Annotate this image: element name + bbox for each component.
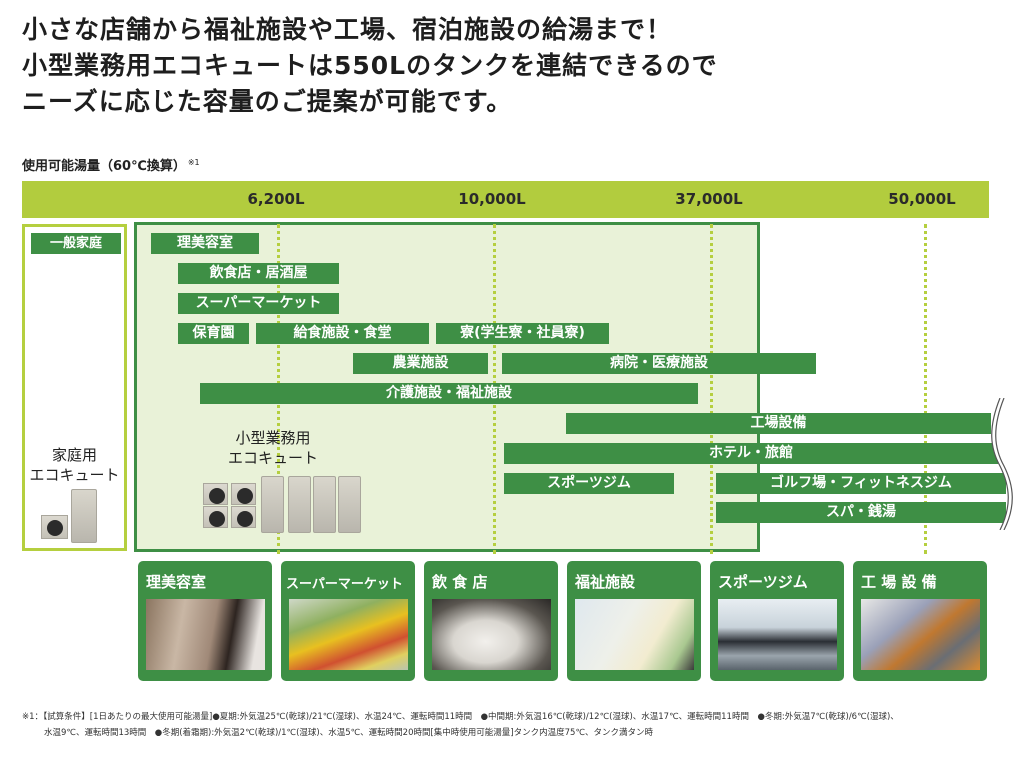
headline-line-3: ニーズに応じた容量のご提案が可能です。 [22,87,513,116]
footnote-line-1: ※1：【試算条件】[1日あたりの最大使用可能湯量]●夏期:外気温25℃(乾球)/… [22,712,899,722]
restaurant-photo [432,599,551,670]
heat-pump-unit-icon [231,506,256,528]
scale-tick-50000: 50,000L [888,190,956,208]
chart-label: 使用可能湯量（60℃換算）※1 [22,155,200,174]
scale-tick-37000: 37,000L [675,190,743,208]
card-title: 福祉施設 [575,573,636,591]
footnote: ※1：【試算条件】[1日あたりの最大使用可能湯量]●夏期:外気温25℃(乾球)/… [22,709,899,741]
card-title: 飲 食 店 [432,573,488,591]
home-ecocute-section: 一般家庭 家庭用 エコキュート [22,224,127,551]
chart-label-note: ※1 [187,157,200,167]
heat-pump-unit-icon [203,506,228,528]
tank-unit-icon [71,489,97,543]
card-factory: 工 場 設 備 [853,561,987,681]
card-title: スポーツジム [718,573,808,591]
footnote-line-2: 水温9℃、運転時間13時間 ●冬期(着霜期):外気温2℃(乾球)/1℃(湿球)、… [44,728,653,738]
bar-hotel-ryokan: ホテル・旅館 [504,443,998,464]
home-caption-line-2: エコキュート [29,466,120,484]
commercial-caption: 小型業務用 エコキュート [228,428,318,468]
bar-factory: 工場設備 [566,413,991,434]
home-tag: 一般家庭 [31,233,121,254]
heat-pump-unit-icon [41,515,68,539]
guide-line-37000 [710,224,713,554]
bar-nursing-welfare: 介護施設・福祉施設 [200,383,698,404]
card-title: 理美容室 [146,573,207,591]
card-title: スーパーマーケット [286,577,403,592]
home-caption: 家庭用 エコキュート [25,445,124,485]
bar-agricultural-facility: 農業施設 [353,353,488,374]
tank-unit-icon [313,476,336,533]
headline: 小さな店舗から福祉施設や工場、宿泊施設の給湯まで！ 小型業務用エコキュートは55… [22,12,718,120]
commercial-caption-line-2: エコキュート [228,449,319,467]
commercial-caption-line-1: 小型業務用 [235,429,311,447]
bar-spa-bathhouse: スパ・銭湯 [716,502,1006,523]
headline-line-1: 小さな店舗から福祉施設や工場、宿泊施設の給湯まで！ [22,15,673,44]
card-title: 工 場 設 備 [861,573,937,591]
factory-photo [861,599,980,670]
bar-golf-fitness: ゴルフ場・フィットネスジム [716,473,1006,494]
card-welfare-facility: 福祉施設 [567,561,701,681]
capacity-scale-bar: 6,200L 10,000L 37,000L 50,000L [22,181,989,218]
tank-unit-icon [261,476,284,533]
card-barber-salon: 理美容室 [138,561,272,681]
guide-line-50000 [924,224,927,554]
home-caption-line-1: 家庭用 [51,446,97,464]
bar-dormitory: 寮(学生寮・社員寮) [436,323,609,344]
chart-label-text: 使用可能湯量（60℃換算） [22,159,186,174]
bar-sports-gym: スポーツジム [504,473,674,494]
scale-tick-10000: 10,000L [458,190,526,208]
heat-pump-unit-icon [231,483,256,505]
bar-school-cafeteria: 給食施設・食堂 [256,323,429,344]
heat-pump-unit-icon [203,483,228,505]
bar-nursery: 保育園 [178,323,249,344]
hair-salon-photo [146,599,265,670]
card-sports-gym: スポーツジム [710,561,844,681]
bar-hospital: 病院・医療施設 [502,353,816,374]
bar-barber-salon: 理美容室 [151,233,259,254]
bar-restaurant-izakaya: 飲食店・居酒屋 [178,263,339,284]
card-supermarket: スーパーマーケット [281,561,415,681]
scale-tick-6200: 6,200L [247,190,305,208]
card-restaurant: 飲 食 店 [424,561,558,681]
tank-unit-icon [338,476,361,533]
sports-gym-photo [718,599,837,670]
axis-break-icon [991,398,1024,530]
facility-cards: 理美容室 スーパーマーケット 飲 食 店 福祉施設 スポーツジム 工 場 設 備 [138,561,989,681]
welfare-facility-photo [575,599,694,670]
supermarket-photo [289,599,408,670]
bar-supermarket: スーパーマーケット [178,293,339,314]
tank-unit-icon [288,476,311,533]
headline-line-2: 小型業務用エコキュートは550Lのタンクを連結できるので [22,51,718,80]
